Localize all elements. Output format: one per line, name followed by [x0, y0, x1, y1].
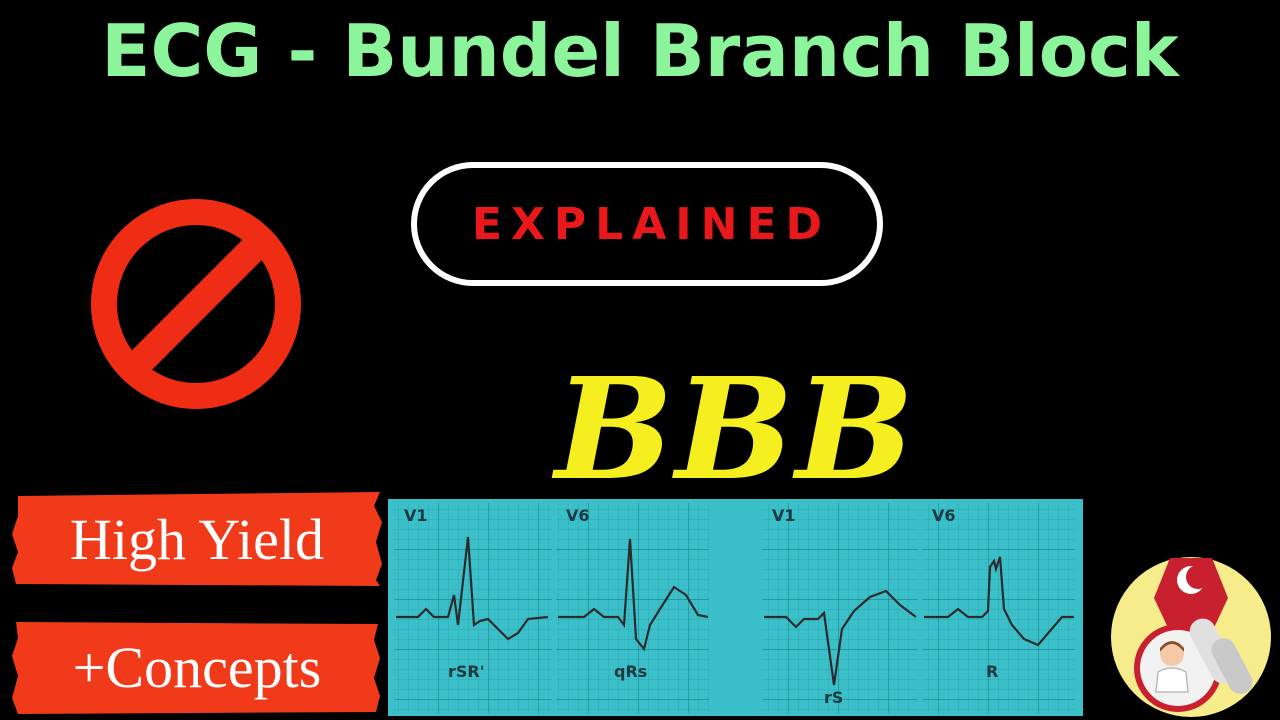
high-yield-badge: High Yield — [12, 492, 382, 586]
concepts-label: +Concepts — [72, 634, 322, 700]
ecg-strip: V1 rSR' V6 qRs V1 rS V6 R — [388, 499, 1083, 716]
pattern-label: rSR' — [448, 662, 485, 681]
high-yield-label: High Yield — [69, 506, 324, 572]
explained-pill: EXPLAINED — [411, 162, 883, 286]
pattern-label: rS — [824, 688, 843, 707]
bbb-heading: BBB — [555, 348, 916, 512]
ecg-panel: V6 R — [922, 503, 1075, 713]
ecg-panel: V6 qRs — [556, 503, 709, 713]
pattern-label: R — [986, 662, 998, 681]
pattern-label: qRs — [614, 662, 647, 681]
ecg-panel: V1 rSR' — [394, 503, 552, 713]
concepts-badge: +Concepts — [12, 620, 382, 714]
lead-label: V6 — [566, 506, 590, 525]
badge-background — [12, 492, 382, 586]
lead-label: V6 — [932, 506, 956, 525]
doctor-crescent-logo-icon — [1111, 557, 1271, 717]
page-title: ECG - Bundel Branch Block — [101, 9, 1179, 93]
lead-label: V1 — [772, 506, 796, 525]
no-entry-sign-icon — [91, 199, 301, 409]
badge-background — [12, 622, 380, 714]
lead-label: V1 — [404, 506, 428, 525]
explained-label: EXPLAINED — [471, 198, 832, 250]
ecg-panel: V1 rS — [762, 503, 918, 713]
